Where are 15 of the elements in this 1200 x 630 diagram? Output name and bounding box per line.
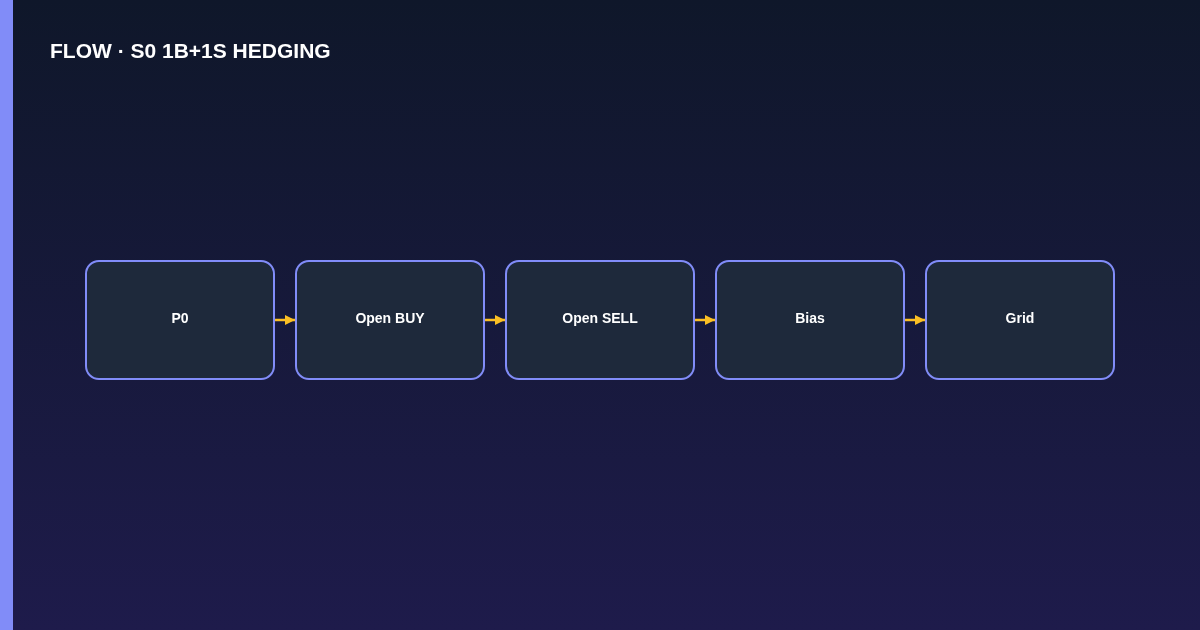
box-label: Grid	[1005, 310, 1035, 326]
box-label: Open SELL	[562, 310, 638, 326]
arrow	[695, 315, 715, 325]
process-box	[505, 260, 695, 380]
process-box	[925, 260, 1115, 380]
diagram-title: FLOW · S0 1B+1S HEDGING	[50, 39, 331, 63]
arrow	[275, 315, 295, 325]
box-label: Open BUY	[355, 310, 425, 326]
arrow	[905, 315, 925, 325]
box-label: Bias	[795, 310, 825, 326]
process-box	[295, 260, 485, 380]
process-box	[715, 260, 905, 380]
arrow	[485, 315, 505, 325]
box-label: P0	[171, 310, 189, 326]
process-box	[85, 260, 275, 380]
